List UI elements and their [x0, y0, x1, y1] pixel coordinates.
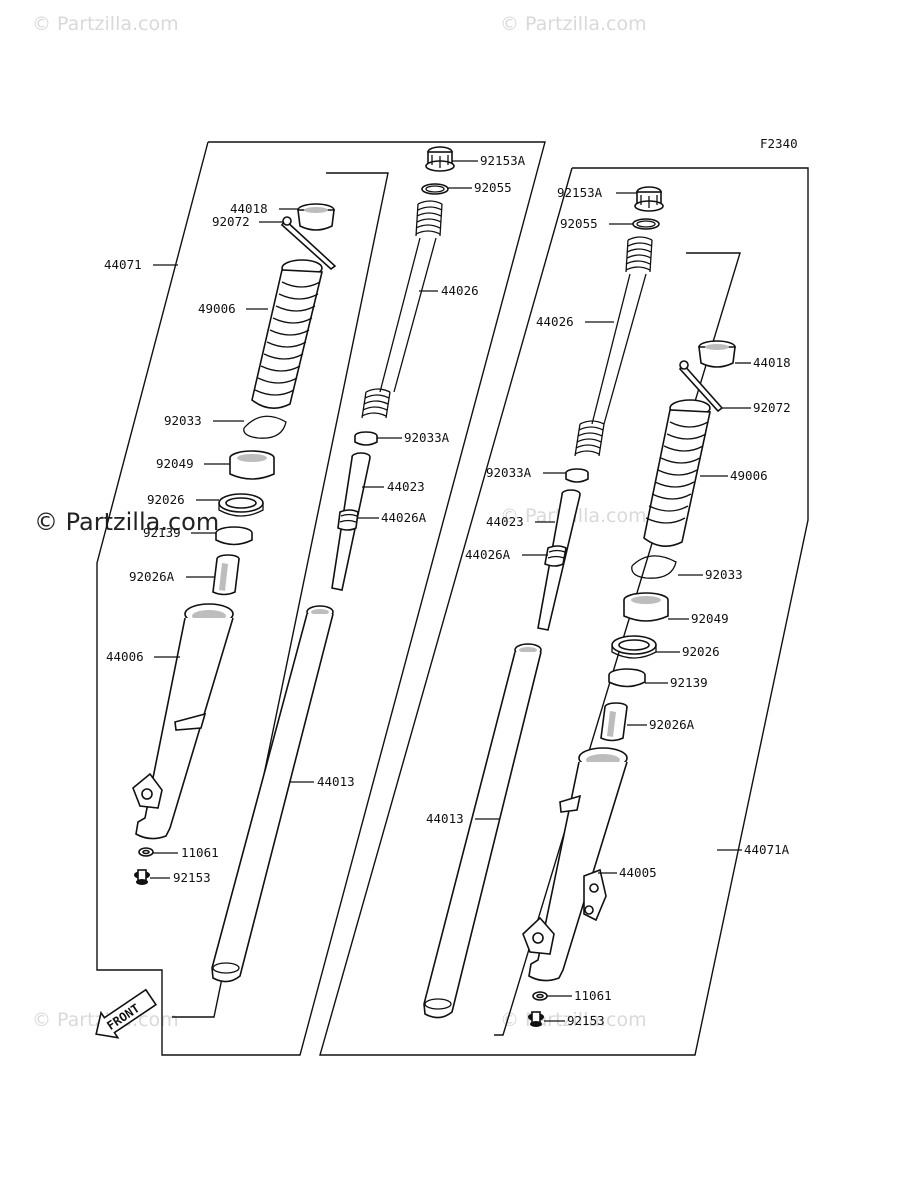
- left-bolt: [134, 869, 150, 885]
- right-labels: 92153A 92055 44026 92033A 44023 44026A 4…: [426, 185, 791, 1028]
- left-ring-a: [354, 431, 378, 446]
- label-92033-left: 92033: [164, 413, 202, 428]
- label-44005: 44005: [619, 865, 657, 880]
- label-92049-left: 92049: [156, 456, 194, 471]
- left-bushing: [215, 526, 253, 546]
- label-92026-right: 92026: [682, 644, 720, 659]
- right-cylinder: [537, 489, 581, 631]
- label-92153-left: 92153: [173, 870, 211, 885]
- right-bushing: [608, 668, 646, 688]
- left-inner-tube: [211, 605, 334, 983]
- left-assembly-frame: [96, 141, 546, 1056]
- left-seal: [229, 450, 275, 480]
- label-44026a-left: 44026A: [381, 510, 427, 525]
- label-92153a-right: 92153A: [557, 185, 603, 200]
- label-92033-right: 92033: [705, 567, 743, 582]
- right-inner-tube: [423, 643, 542, 1019]
- right-dust-boot: [643, 399, 711, 547]
- left-gasket: [138, 847, 154, 857]
- label-11061-right: 11061: [574, 988, 612, 1003]
- left-bushing-a: [212, 554, 240, 596]
- left-washer: [218, 493, 264, 517]
- label-92026-left: 92026: [147, 492, 185, 507]
- label-92153-right: 92153: [567, 1013, 605, 1028]
- left-boot-band: [280, 216, 337, 271]
- right-boot-clamp-top: [698, 340, 736, 368]
- figure-code: F2340: [760, 136, 798, 151]
- right-seal: [623, 592, 669, 622]
- right-boot-band: [679, 360, 724, 413]
- label-44026a-right: 44026A: [465, 547, 511, 562]
- label-92139-right: 92139: [670, 675, 708, 690]
- label-92072-left: 92072: [212, 214, 250, 229]
- watermark-top-left: © Partzilla.com: [32, 13, 179, 35]
- label-92026a-left: 92026A: [129, 569, 175, 584]
- label-92055-left: 92055: [474, 180, 512, 195]
- left-spring: [361, 200, 443, 419]
- label-44071: 44071: [104, 257, 142, 272]
- watermark-top-right: © Partzilla.com: [500, 13, 647, 35]
- right-ring: [631, 555, 677, 579]
- right-parts: [423, 186, 736, 1027]
- right-o-ring: [632, 218, 660, 230]
- label-49006-right: 49006: [730, 468, 768, 483]
- label-44026-right: 44026: [536, 314, 574, 329]
- right-bushing-a: [600, 702, 628, 742]
- label-44023-right: 44023: [486, 514, 524, 529]
- label-44006: 44006: [106, 649, 144, 664]
- right-gasket: [532, 991, 548, 1001]
- left-cap-bolt: [425, 146, 455, 172]
- left-parts: [132, 146, 455, 983]
- label-92033a-left: 92033A: [404, 430, 450, 445]
- right-ring-a: [565, 468, 589, 483]
- label-44023-left: 44023: [387, 479, 425, 494]
- leader-lines: [150, 160, 751, 1022]
- right-spring: [574, 236, 653, 457]
- left-ring: [243, 415, 287, 439]
- label-11061-left: 11061: [181, 845, 219, 860]
- label-92033a-right: 92033A: [486, 465, 532, 480]
- label-92153a-left: 92153A: [480, 153, 526, 168]
- left-labels: 44018 92072 44071 49006 92033 92049 9202…: [104, 153, 526, 885]
- right-washer: [611, 635, 657, 659]
- left-o-ring: [421, 183, 449, 195]
- left-cylinder: [331, 452, 371, 591]
- right-cap-bolt: [634, 186, 664, 212]
- label-44013-left: 44013: [317, 774, 355, 789]
- label-44071a: 44071A: [744, 842, 790, 857]
- label-92049-right: 92049: [691, 611, 729, 626]
- left-boot-clamp-top: [297, 203, 335, 231]
- watermark-left-dark: © Partzilla.com: [34, 508, 219, 536]
- label-44018-right: 44018: [753, 355, 791, 370]
- right-bolt: [528, 1011, 544, 1027]
- label-92072-right: 92072: [753, 400, 791, 415]
- label-44018-left: 44018: [230, 201, 268, 216]
- label-44026-left: 44026: [441, 283, 479, 298]
- label-44013-right: 44013: [426, 811, 464, 826]
- label-92139-left: 92139: [143, 525, 181, 540]
- label-92026a-right: 92026A: [649, 717, 695, 732]
- left-outer-tube: [132, 603, 234, 840]
- left-dust-boot: [251, 259, 324, 409]
- label-49006-left: 49006: [198, 301, 236, 316]
- label-92055-right: 92055: [560, 216, 598, 231]
- right-outer-tube: [522, 747, 628, 982]
